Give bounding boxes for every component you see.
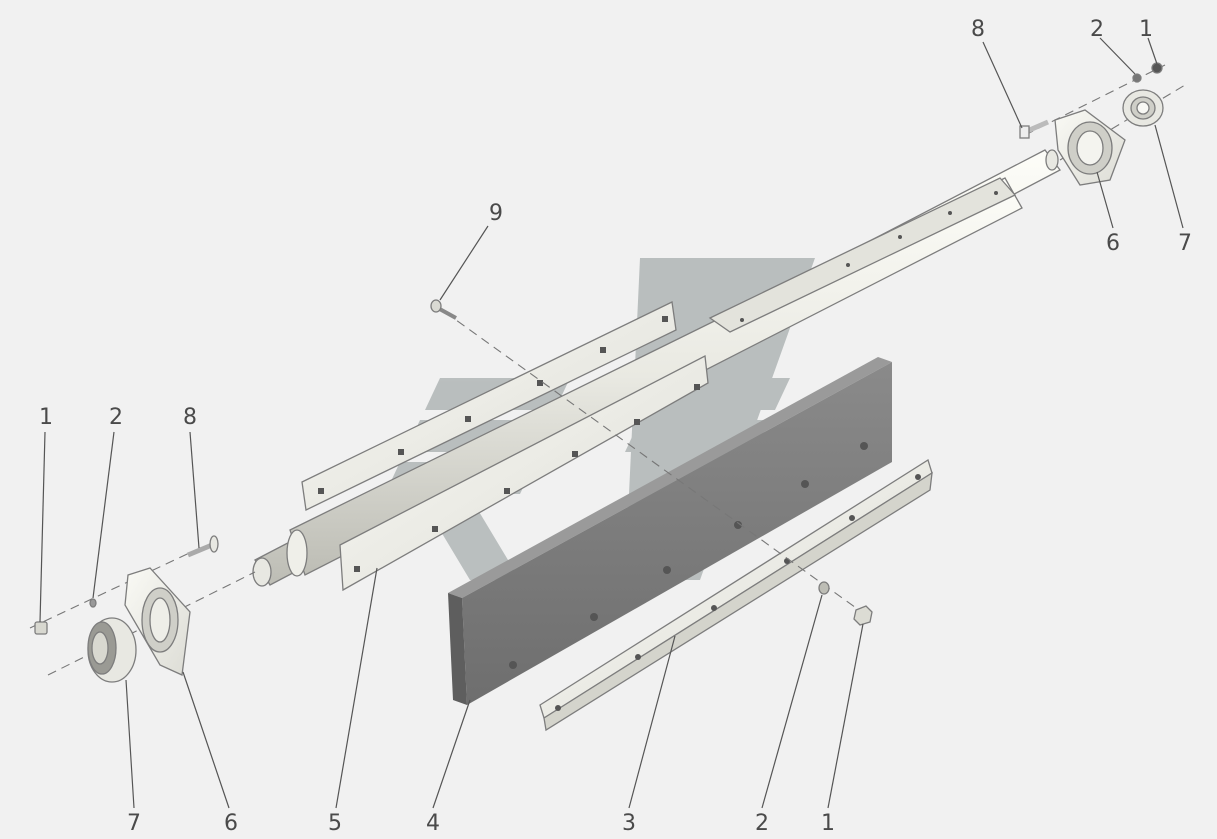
callout-6-left: 6 [224, 811, 238, 836]
callout-labels: 1 2 8 7 6 5 4 3 2 1 9 8 2 1 6 7 [39, 17, 1192, 836]
blade-upper [301, 301, 677, 511]
callout-2-left: 2 [109, 405, 123, 430]
left-axis-lower [47, 571, 256, 676]
left-axis-upper [29, 547, 201, 629]
washer-2-left [89, 598, 97, 608]
callout-9: 9 [489, 201, 503, 226]
nut-1-left [34, 621, 48, 635]
callout-2-bottom: 2 [755, 811, 769, 836]
callout-1-right: 1 [1139, 17, 1153, 42]
callout-8-right: 8 [971, 17, 985, 42]
bolt-axis-9 [444, 311, 871, 619]
washer-2-right [1132, 73, 1142, 83]
right-axis-lower [1059, 84, 1186, 161]
right-axis-upper [1024, 64, 1166, 136]
bolt-8-left [187, 535, 219, 558]
nut-1-bottom [853, 605, 873, 626]
bearing-left [87, 617, 137, 683]
rubber-block [448, 357, 892, 705]
callout-1-bottom: 1 [821, 811, 835, 836]
bolt-9 [430, 299, 457, 320]
callout-7-left: 7 [127, 811, 141, 836]
callout-6-right: 6 [1106, 231, 1120, 256]
bearing-right [1122, 89, 1164, 127]
flange-housing-right [1054, 109, 1126, 186]
leader-lines [39, 37, 1184, 809]
callout-3: 3 [622, 811, 636, 836]
bolt-8-right [1019, 119, 1049, 139]
flange-housing-left [124, 567, 191, 676]
nut-1-right [1151, 62, 1163, 74]
washer-2-bottom [818, 581, 830, 595]
callout-5: 5 [328, 811, 342, 836]
callout-4: 4 [426, 811, 440, 836]
callout-7-right: 7 [1178, 231, 1192, 256]
callout-1-left: 1 [39, 405, 53, 430]
callout-8-left: 8 [183, 405, 197, 430]
blade-lower [339, 354, 709, 592]
callout-2-right: 2 [1090, 17, 1104, 42]
clamp-strip [539, 458, 933, 732]
